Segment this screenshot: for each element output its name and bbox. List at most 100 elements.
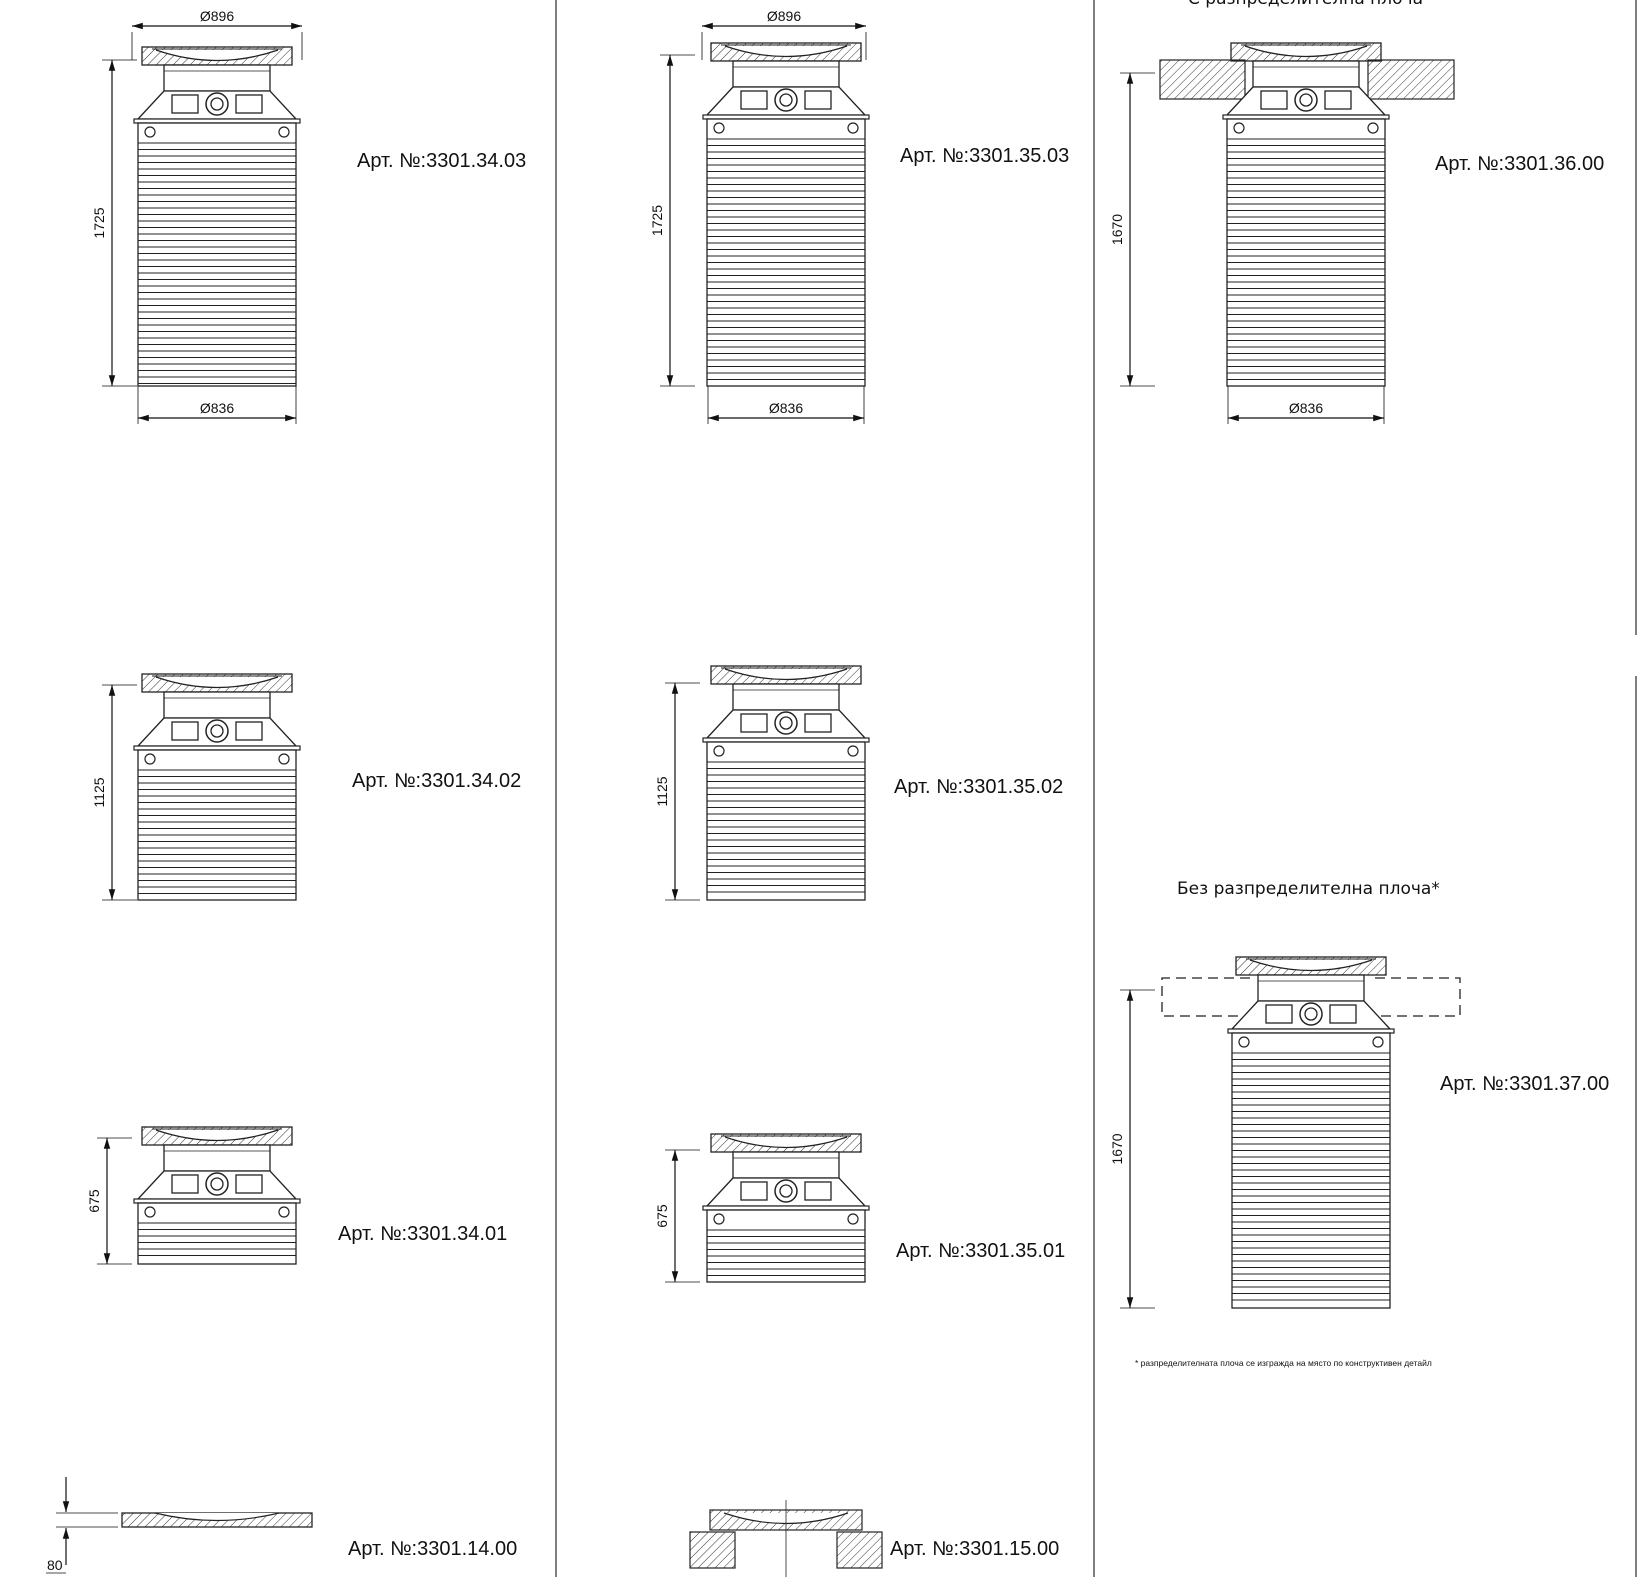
plate-3301-14-00 (121, 1512, 313, 1528)
article-label-3301-34-01: Арт. №:3301.34.01 (338, 1223, 508, 1245)
dim-height-35-01-text: 675 (654, 1204, 670, 1228)
bolt-left (144, 1206, 156, 1218)
article-label-3301-36-00: Арт. №:3301.36.00 (1435, 153, 1605, 175)
collar (1257, 974, 1365, 1002)
shaft-3301-37-00 (1227, 956, 1395, 1309)
body (137, 122, 297, 387)
port-right (235, 721, 263, 741)
port-right (1324, 90, 1352, 110)
plate-right (1367, 59, 1455, 100)
dashed-left (1161, 977, 1250, 1017)
article-label-3301-15-00: Арт. №:3301.15.00 (890, 1538, 1060, 1560)
dim-height-36-00-text: 1670 (1109, 214, 1125, 245)
shaft-3301-34-01 (133, 1126, 301, 1265)
body (137, 749, 297, 901)
shaft-3301-34-03 (133, 46, 301, 387)
body (1226, 118, 1386, 387)
bolt-left (713, 122, 725, 134)
frame-3301-15-00 (689, 1500, 883, 1577)
collar (163, 1144, 271, 1172)
dim-height-34-02-text: 1125 (91, 777, 107, 807)
bolt-left (1238, 1036, 1250, 1048)
cover-curve (724, 668, 848, 681)
dim-bottom-dia-34-03-text: Ø836 (200, 400, 234, 416)
cover-curve (724, 1136, 848, 1149)
bolt-left (713, 745, 725, 757)
collar (732, 60, 840, 88)
bolt-left (144, 126, 156, 138)
bolt-right (847, 1213, 859, 1225)
shaft-3301-35-03 (702, 42, 870, 387)
body (706, 1209, 866, 1283)
article-label-3301-35-01: Арт. №:3301.35.01 (896, 1240, 1066, 1262)
bolt-right (847, 745, 859, 757)
distribution-plate (1159, 59, 1455, 100)
article-label-3301-37-00: Арт. №:3301.37.00 (1440, 1073, 1610, 1095)
bolt-right (278, 1206, 290, 1218)
plate-recess (154, 1512, 280, 1522)
dim-height-35-03-text: 1725 (649, 205, 665, 236)
collar (163, 64, 271, 92)
bolt-right (278, 126, 290, 138)
port-left (740, 90, 768, 110)
article-label-3301-34-03: Арт. №:3301.34.03 (357, 150, 527, 172)
port-left (171, 1174, 199, 1194)
port-left (740, 713, 768, 733)
port-right (235, 94, 263, 114)
dim-bottom-dia-35-03-text: Ø836 (769, 400, 803, 416)
collar (1252, 60, 1360, 88)
port-center-inner (779, 716, 793, 730)
bolt-right (847, 122, 859, 134)
bolt-left (713, 1213, 725, 1225)
dashed-right (1375, 977, 1461, 1017)
collar (732, 1151, 840, 1179)
bolt-right (1372, 1036, 1384, 1048)
dim-top-dia-34-03-text: Ø896 (200, 8, 234, 24)
collar (163, 691, 271, 719)
dim-80-text: 80 (47, 1557, 63, 1573)
port-center-inner (1304, 1007, 1318, 1021)
collar (732, 683, 840, 711)
cover-curve (1244, 45, 1368, 58)
cover-curve (155, 1129, 279, 1142)
port-right (804, 713, 832, 733)
article-label-3301-34-02: Арт. №:3301.34.02 (352, 770, 522, 792)
slab-right (836, 1531, 883, 1569)
port-right (1329, 1004, 1357, 1024)
port-left (171, 721, 199, 741)
port-center-inner (210, 97, 224, 111)
port-right (804, 1181, 832, 1201)
shaft-3301-35-01 (702, 1133, 870, 1283)
dim-height-34-03-text: 1725 (91, 207, 107, 238)
body (1231, 1032, 1391, 1309)
port-left (1260, 90, 1288, 110)
article-label-3301-14-00: Арт. №:3301.14.00 (348, 1538, 518, 1560)
shaft-3301-35-02 (702, 665, 870, 901)
cover-curve (1249, 959, 1373, 972)
footnote: * разпределителната плоча се изгражда на… (1135, 1358, 1432, 1368)
article-label-3301-35-02: Арт. №:3301.35.02 (894, 776, 1064, 798)
port-center-inner (779, 93, 793, 107)
body (706, 118, 866, 387)
shaft-3301-34-02 (133, 673, 301, 901)
dim-height-35-02-text: 1125 (654, 776, 670, 806)
dim-height-34-01-text: 675 (86, 1189, 102, 1213)
port-right (235, 1174, 263, 1194)
bolt-left (144, 753, 156, 765)
bolt-right (1367, 122, 1379, 134)
port-center-inner (1299, 93, 1313, 107)
dim-height-37-00-text: 1670 (1109, 1133, 1125, 1164)
bolt-right (278, 753, 290, 765)
dashed-plate-outline (1161, 977, 1461, 1017)
dim-bottom-dia-36-00-text: Ø836 (1289, 400, 1323, 416)
slab-left (689, 1531, 736, 1569)
plate-left (1159, 59, 1246, 100)
port-left (171, 94, 199, 114)
dim-top-dia-35-03-text: Ø896 (767, 8, 801, 24)
cover-curve (724, 45, 848, 58)
body (706, 741, 866, 901)
port-center-inner (779, 1184, 793, 1198)
port-left (740, 1181, 768, 1201)
